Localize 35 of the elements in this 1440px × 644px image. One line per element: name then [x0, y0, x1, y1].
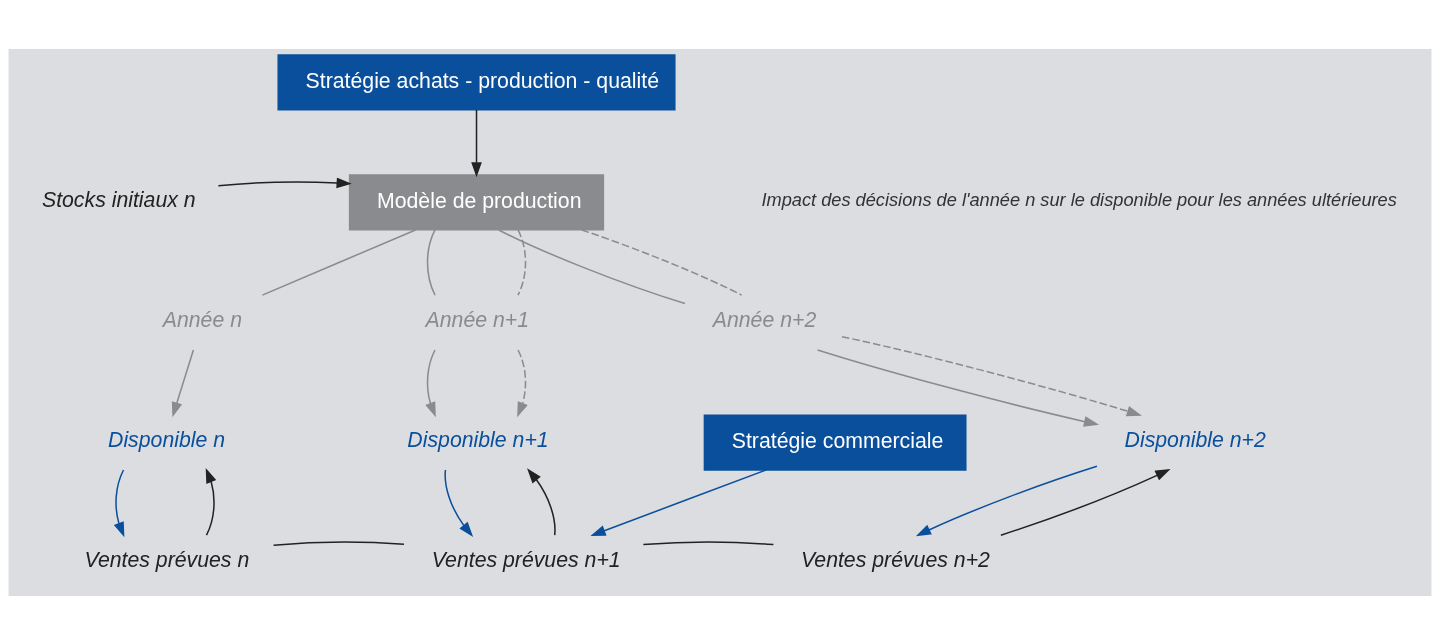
- node-text: Année n+2: [712, 307, 817, 332]
- connector: [497, 228, 686, 304]
- arrow: [217, 177, 352, 188]
- node-text: Année n+1: [425, 307, 530, 332]
- arrow: [471, 108, 482, 177]
- node-text: Disponible n+1: [407, 427, 549, 452]
- node-text: Disponible n+2: [1124, 427, 1266, 452]
- arrow: [915, 465, 1098, 536]
- arrow: [527, 467, 556, 536]
- arrow: [205, 467, 217, 536]
- connector: [642, 540, 775, 545]
- arrow: [113, 468, 125, 537]
- connector: [272, 540, 405, 546]
- node-box: Modèle de production: [348, 173, 605, 231]
- node-text: Ventes prévues n: [84, 547, 250, 572]
- connector: [426, 228, 436, 296]
- node-text: Ventes prévues n+1: [431, 547, 621, 572]
- arrow: [590, 468, 767, 536]
- node-text: Disponible n: [108, 427, 226, 452]
- node-text: Ventes prévues n+2: [800, 547, 990, 572]
- arrow: [1000, 468, 1171, 536]
- connector: [517, 228, 527, 296]
- label: Impact des décisions de l'année n sur le disponible pour les années ultérieures: [761, 188, 1397, 210]
- node-box: Stratégie commerciale: [703, 413, 967, 471]
- connector: [581, 228, 743, 296]
- arrow: [816, 348, 1100, 427]
- arrow: [171, 348, 195, 417]
- connector: [261, 228, 417, 296]
- node-text: Stocks initiaux n: [41, 187, 196, 212]
- arrow: [444, 468, 474, 537]
- arrow: [841, 335, 1142, 416]
- arrow: [517, 348, 528, 417]
- arrow: [425, 348, 436, 417]
- node-text: Année n: [162, 307, 242, 332]
- node-box: Stratégie achats - production - qualité: [277, 53, 676, 111]
